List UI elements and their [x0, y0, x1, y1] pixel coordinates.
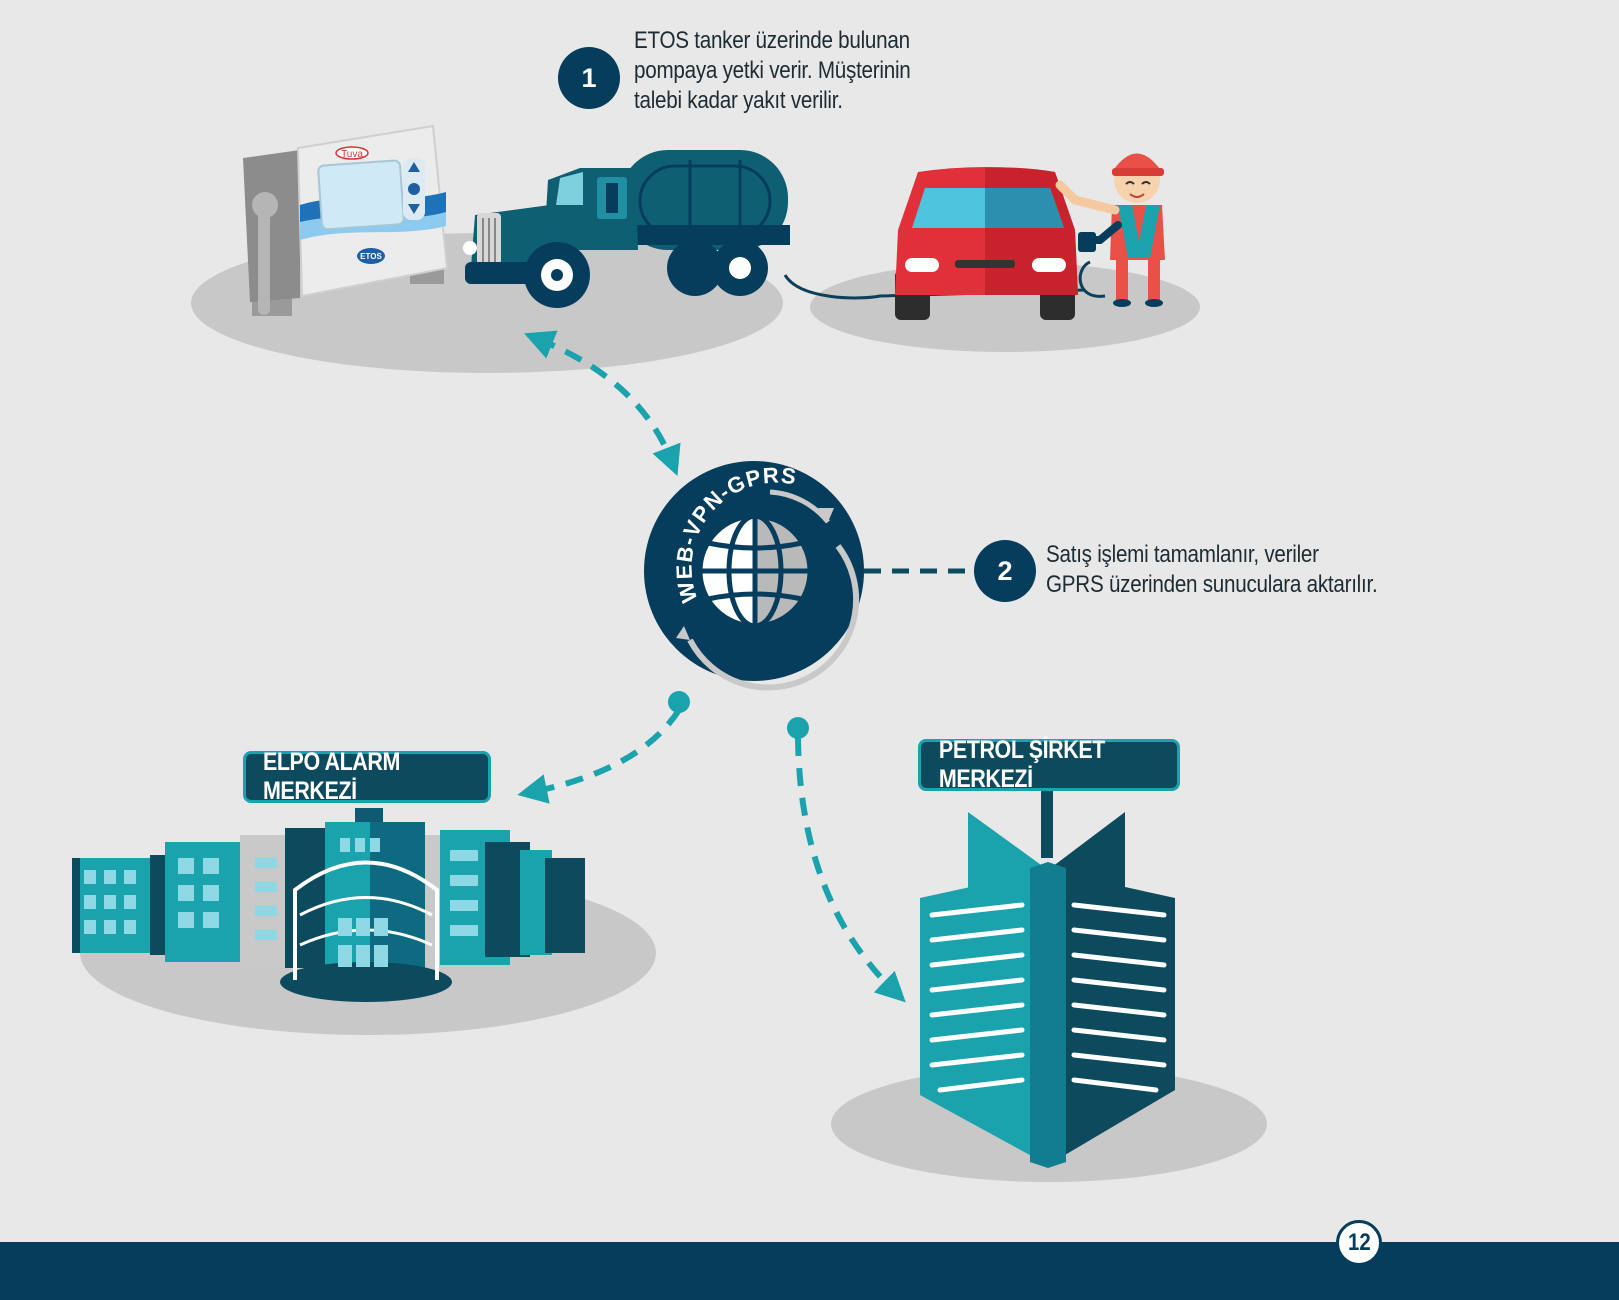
tanker-truck-illustration: [463, 150, 1086, 308]
alarm-link-origin-dot: [668, 691, 690, 713]
alarm-center-building: [72, 808, 585, 1002]
step-2-number: 2: [997, 556, 1013, 586]
network-alarm-arrow: [517, 708, 682, 804]
alarm-center-label-text: ELPO ALARM MERKEZİ: [262, 748, 400, 805]
tanker-network-arrow: [524, 330, 681, 476]
network-hub: WEB-VPN-GPRS: [644, 461, 864, 691]
company-link-origin-dot: [787, 717, 809, 739]
step-2-description: Satış işlemi tamamlanır, veriler GPRS üz…: [1046, 540, 1378, 600]
red-car-illustration: [895, 167, 1078, 320]
step-1-description: ETOS tanker üzerinde bulunan pompaya yet…: [634, 26, 911, 116]
globe-icon: [697, 513, 813, 629]
step-1-line-1: ETOS tanker üzerinde bulunan: [634, 27, 910, 54]
step-2-badge: [974, 540, 1036, 602]
company-center-label: PETROL ŞİRKET MERKEZİ: [918, 736, 1180, 793]
alarm-center-label: ELPO ALARM MERKEZİ: [243, 748, 491, 805]
device-logo-text: ETOS: [360, 252, 382, 261]
page-number-badge: 12: [1336, 1220, 1382, 1266]
company-center-label-text: PETROL ŞİRKET MERKEZİ: [938, 736, 1105, 793]
attendant-illustration: [1055, 153, 1165, 307]
step-2-line-2: GPRS üzerinden sunuculara aktarılır.: [1046, 571, 1378, 598]
device-brand-text: Tuva: [341, 149, 363, 160]
network-company-arrow: [795, 737, 906, 1003]
etos-device-illustration: Tuva ETOS: [243, 124, 449, 316]
company-center-building: [920, 788, 1175, 1168]
step-1-number: 1: [581, 63, 597, 93]
step-2-line-1: Satış işlemi tamamlanır, veriler: [1046, 541, 1319, 568]
step-1-line-2: pompaya yetki verir. Müşterinin: [634, 57, 911, 84]
step-1-badge: [558, 47, 620, 109]
page-number: 12: [1347, 1229, 1371, 1256]
step-1-line-3: talebi kadar yakıt verilir.: [634, 87, 843, 114]
